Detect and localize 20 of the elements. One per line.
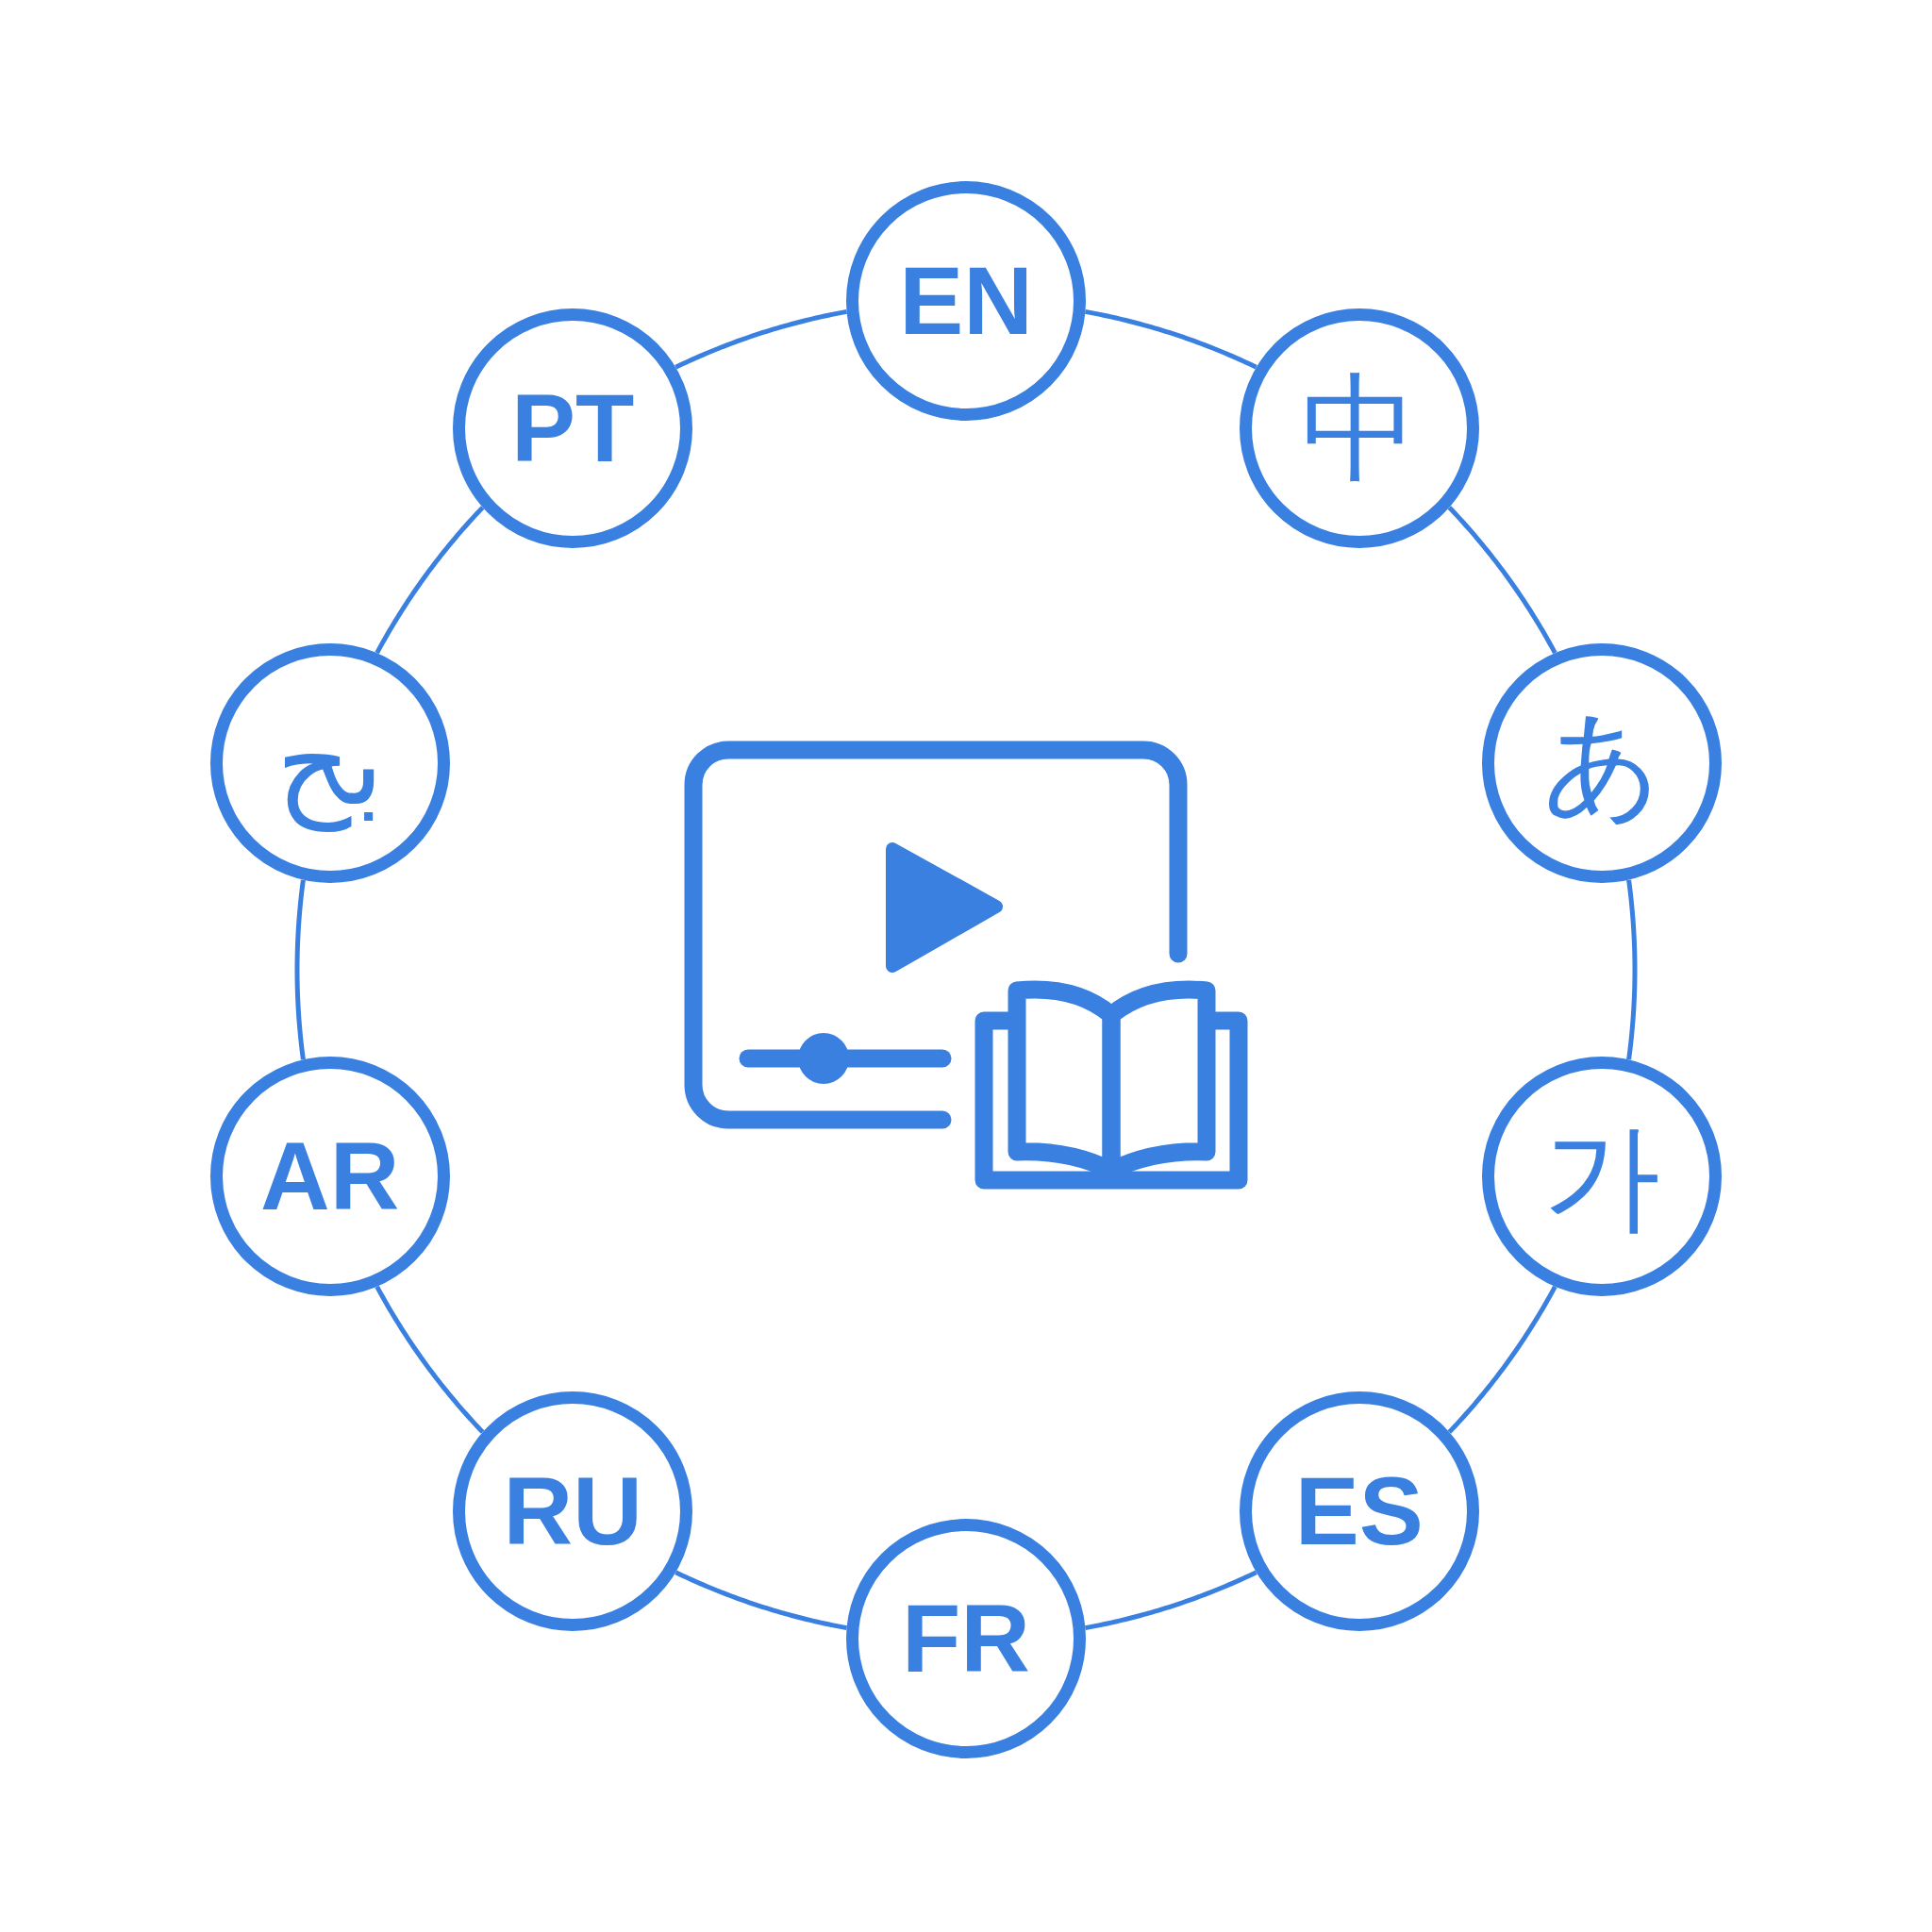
ring-connector: [675, 308, 847, 370]
ring-connector: [294, 879, 306, 1060]
ring-connector: [1447, 1285, 1557, 1434]
ring-connector: [1447, 506, 1557, 655]
language-code: RU: [503, 1462, 642, 1559]
language-code: 가: [1542, 1108, 1662, 1247]
ring-connector: [1085, 308, 1257, 370]
ring-connector: [675, 1570, 847, 1631]
language-code: AR: [260, 1128, 400, 1225]
ring-connector: [1085, 1570, 1257, 1631]
language-code: ES: [1294, 1462, 1424, 1559]
language-code: PT: [511, 380, 635, 477]
language-code: あ: [1541, 693, 1663, 833]
language-code: 中: [1299, 359, 1419, 499]
language-code: بح: [275, 693, 385, 834]
ring-connector: [375, 506, 485, 655]
language-code: FR: [902, 1591, 1030, 1687]
language-code: EN: [899, 253, 1033, 349]
ring-connector: [375, 1285, 485, 1434]
ring-connector: [1626, 879, 1638, 1060]
